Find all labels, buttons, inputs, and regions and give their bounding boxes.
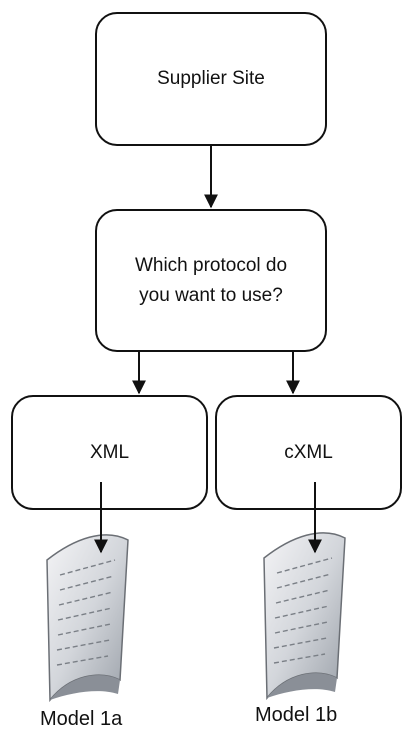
protocol-question-label: Which protocol do you want to use? xyxy=(134,254,288,306)
supplier-site-node: Supplier Site xyxy=(95,12,327,146)
cxml-node: cXML xyxy=(215,395,402,510)
xml-label: XML xyxy=(89,441,130,463)
model-1a-document-icon xyxy=(46,534,129,703)
protocol-question-node: Which protocol do you want to use? xyxy=(95,209,327,352)
model-1b-document-icon xyxy=(263,532,346,701)
model-1b-label: Model 1b xyxy=(255,704,338,726)
model-1a-label: Model 1a xyxy=(40,708,123,730)
cxml-label: cXML xyxy=(284,441,333,463)
supplier-site-label: Supplier Site xyxy=(157,68,265,89)
xml-node: XML xyxy=(11,395,208,510)
